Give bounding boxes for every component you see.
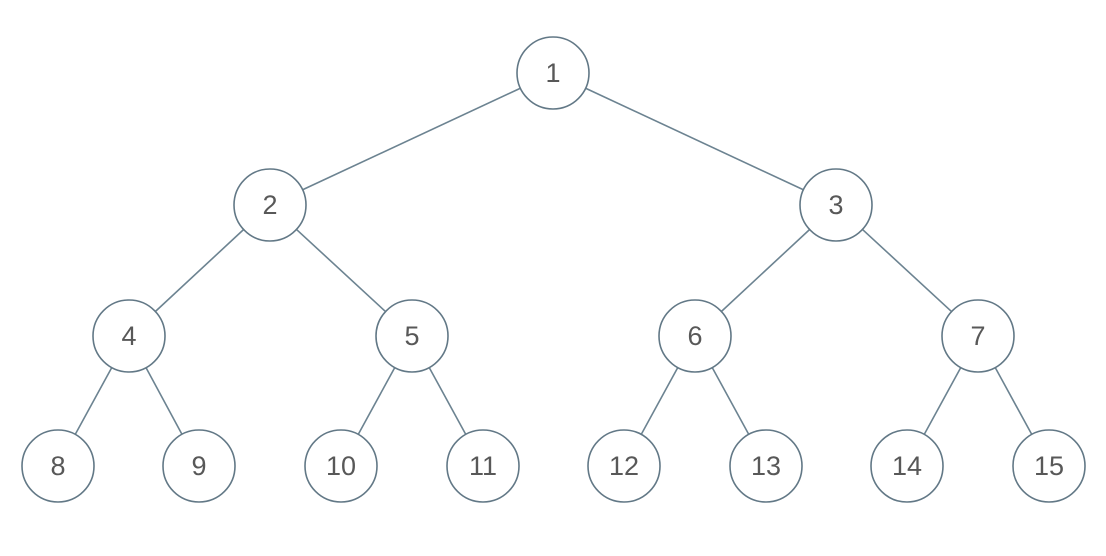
node-label: 9	[191, 451, 206, 481]
tree-edges	[74, 87, 1033, 435]
edge-3-7	[861, 228, 953, 313]
tree-node-1: 1	[516, 36, 590, 110]
tree-node-6: 6	[658, 299, 732, 373]
node-circle	[1012, 429, 1086, 503]
node-circle	[587, 429, 661, 503]
node-circle	[92, 299, 166, 373]
node-circle	[162, 429, 236, 503]
edge-1-3	[585, 87, 804, 191]
tree-node-14: 14	[870, 429, 944, 503]
tree-node-11: 11	[446, 429, 520, 503]
edge-4-9	[145, 367, 183, 435]
node-circle	[870, 429, 944, 503]
tree-node-2: 2	[233, 168, 307, 242]
tree-node-7: 7	[941, 299, 1015, 373]
node-circle	[304, 429, 378, 503]
edge-7-14	[923, 367, 962, 435]
tree-node-9: 9	[162, 429, 236, 503]
tree-node-3: 3	[799, 168, 873, 242]
edge-6-13	[711, 367, 750, 435]
edge-6-12	[640, 367, 679, 435]
node-circle	[21, 429, 95, 503]
tree-node-12: 12	[587, 429, 661, 503]
node-label: 3	[828, 190, 843, 220]
node-label: 1	[545, 58, 560, 88]
edge-4-8	[74, 367, 113, 435]
node-label: 6	[687, 321, 702, 351]
node-label: 8	[50, 451, 65, 481]
edge-2-4	[154, 228, 245, 313]
node-label: 13	[751, 451, 781, 481]
edge-2-5	[295, 228, 387, 313]
node-circle	[799, 168, 873, 242]
node-label: 12	[609, 451, 639, 481]
edge-1-2	[302, 87, 521, 191]
tree-node-5: 5	[375, 299, 449, 373]
node-label: 11	[469, 451, 497, 481]
node-label: 14	[892, 451, 922, 481]
node-label: 7	[970, 321, 985, 351]
node-circle	[446, 429, 520, 503]
tree-node-8: 8	[21, 429, 95, 503]
node-label: 15	[1034, 451, 1064, 481]
edge-5-11	[428, 367, 467, 435]
node-circle	[658, 299, 732, 373]
node-label: 5	[404, 321, 419, 351]
edge-3-6	[720, 228, 811, 313]
node-label: 2	[262, 190, 277, 220]
edge-7-15	[994, 367, 1033, 435]
tree-node-13: 13	[729, 429, 803, 503]
node-circle	[516, 36, 590, 110]
node-circle	[729, 429, 803, 503]
node-circle	[941, 299, 1015, 373]
node-label: 10	[326, 451, 356, 481]
tree-node-4: 4	[92, 299, 166, 373]
edge-5-10	[357, 367, 396, 435]
node-label: 4	[121, 321, 136, 351]
node-circle	[233, 168, 307, 242]
tree-node-10: 10	[304, 429, 378, 503]
tree-node-15: 15	[1012, 429, 1086, 503]
node-circle	[375, 299, 449, 373]
